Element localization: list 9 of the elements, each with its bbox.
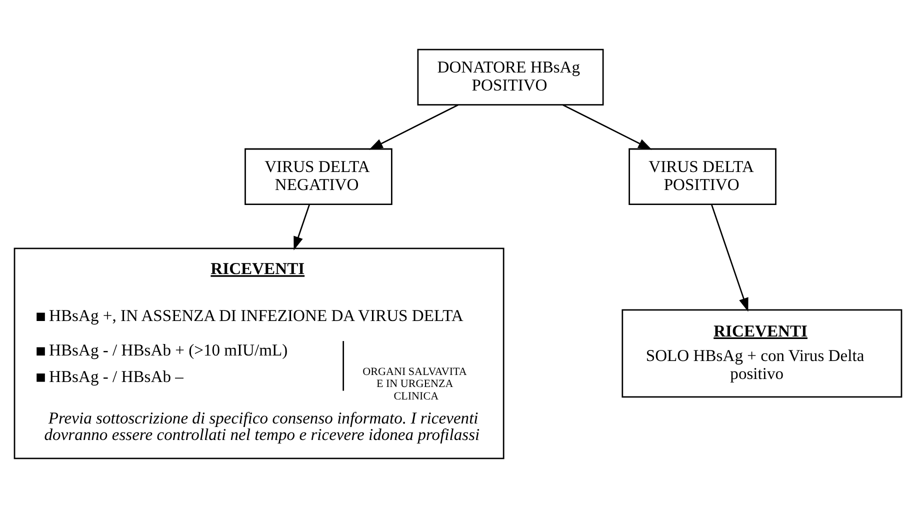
arrow [294,204,310,250]
arrow [562,104,652,150]
node-box: VIRUS DELTA NEGATIVO [244,148,392,205]
node-box: RICEVENTI SOLO HBsAg + con Virus Delta positivo [622,309,902,398]
arrow [369,104,458,150]
node-box: VIRUS DELTA POSITIVO [628,148,776,205]
node-box: RICEVENTI HBsAg +, IN ASSENZA DI INFEZIONE DA VIRUS DELTA HBsAg - / HBsAb + (>10 mIU/mL) HBsAg - / HBsAb – ORGANI SALVAVITA E IN URGENZA CLINICA Previa sottoscrizione di specifico consenso informato. I riceventi dovranno essere controllati nel tempo e ricevere idonea profilassi [14,248,504,460]
arrow [710,204,748,312]
node-box: DONATORE HBsAg POSITIVO [417,48,604,106]
